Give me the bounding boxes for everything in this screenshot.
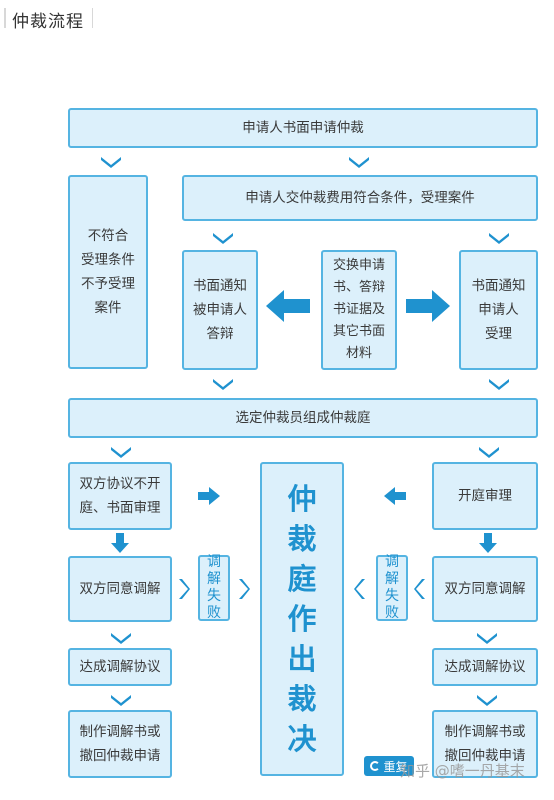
- step-arbitration-award: 仲 裁 庭 作 出 裁 决: [260, 462, 344, 776]
- page-header: 仲裁流程: [0, 0, 554, 34]
- step-written-review: 双方协议不开 庭、书面审理: [68, 462, 172, 530]
- arrow-left-icon: [384, 487, 406, 505]
- chevron-down-icon: [213, 379, 233, 390]
- step-reject: 不符合 受理条件 不予受理 案件: [68, 175, 148, 369]
- arrow-down-icon: [111, 533, 129, 553]
- chevron-down-icon: [349, 157, 369, 168]
- step-apply: 申请人书面申请仲裁: [68, 108, 538, 148]
- mediation-failed-right: 调 解 失 败: [376, 554, 408, 621]
- arrow-left-icon: [266, 290, 310, 322]
- step-mediation-right: 双方同意调解: [432, 556, 538, 622]
- chevron-left-icon: [354, 579, 365, 599]
- step-accept: 申请人交仲裁费用符合条件，受理案件: [182, 175, 538, 221]
- page-title: 仲裁流程: [12, 12, 84, 32]
- watermark: 知乎 @嗜一丹基末: [400, 762, 525, 780]
- chevron-down-icon: [489, 379, 509, 390]
- step-make-mediation-left: 制作调解书或 撤回仲裁申请: [68, 710, 172, 778]
- chevron-down-icon: [477, 695, 497, 706]
- chevron-down-icon: [111, 447, 131, 458]
- chevron-down-icon: [489, 233, 509, 244]
- chevron-down-icon: [479, 447, 499, 458]
- header-divider: [92, 8, 93, 28]
- step-notify-respondent: 书面通知 被申请人 答辩: [182, 250, 258, 370]
- chevron-down-icon: [111, 633, 131, 644]
- step-reach-agreement-left: 达成调解协议: [68, 648, 172, 686]
- step-select-arbitrators: 选定仲裁员组成仲裁庭: [68, 398, 538, 438]
- arrow-down-icon: [479, 533, 497, 553]
- step-mediation-left: 双方同意调解: [68, 556, 172, 622]
- chevron-down-icon: [477, 633, 497, 644]
- chevron-down-icon: [111, 695, 131, 706]
- step-court-hearing: 开庭审理: [432, 462, 538, 530]
- mediation-failed-left: 调 解 失 败: [198, 554, 230, 621]
- chevron-right-icon: [239, 579, 250, 599]
- header-divider: [4, 8, 6, 28]
- chevron-down-icon: [213, 233, 233, 244]
- replay-label: 重复: [383, 759, 408, 774]
- step-exchange: 交换申请 书、答辩 书证据及 其它书面 材料: [321, 250, 397, 370]
- replay-button[interactable]: 重复: [364, 756, 414, 776]
- replay-icon: [370, 761, 381, 771]
- step-reach-agreement-right: 达成调解协议: [432, 648, 538, 686]
- chevron-right-icon: [179, 579, 190, 599]
- arrow-right-icon: [198, 487, 220, 505]
- step-notify-applicant: 书面通知 申请人 受理: [459, 250, 538, 370]
- chevron-left-icon: [414, 579, 425, 599]
- arrow-right-icon: [406, 290, 450, 322]
- step-make-mediation-right: 制作调解书或 撤回仲裁申请: [432, 710, 538, 778]
- chevron-down-icon: [101, 157, 121, 168]
